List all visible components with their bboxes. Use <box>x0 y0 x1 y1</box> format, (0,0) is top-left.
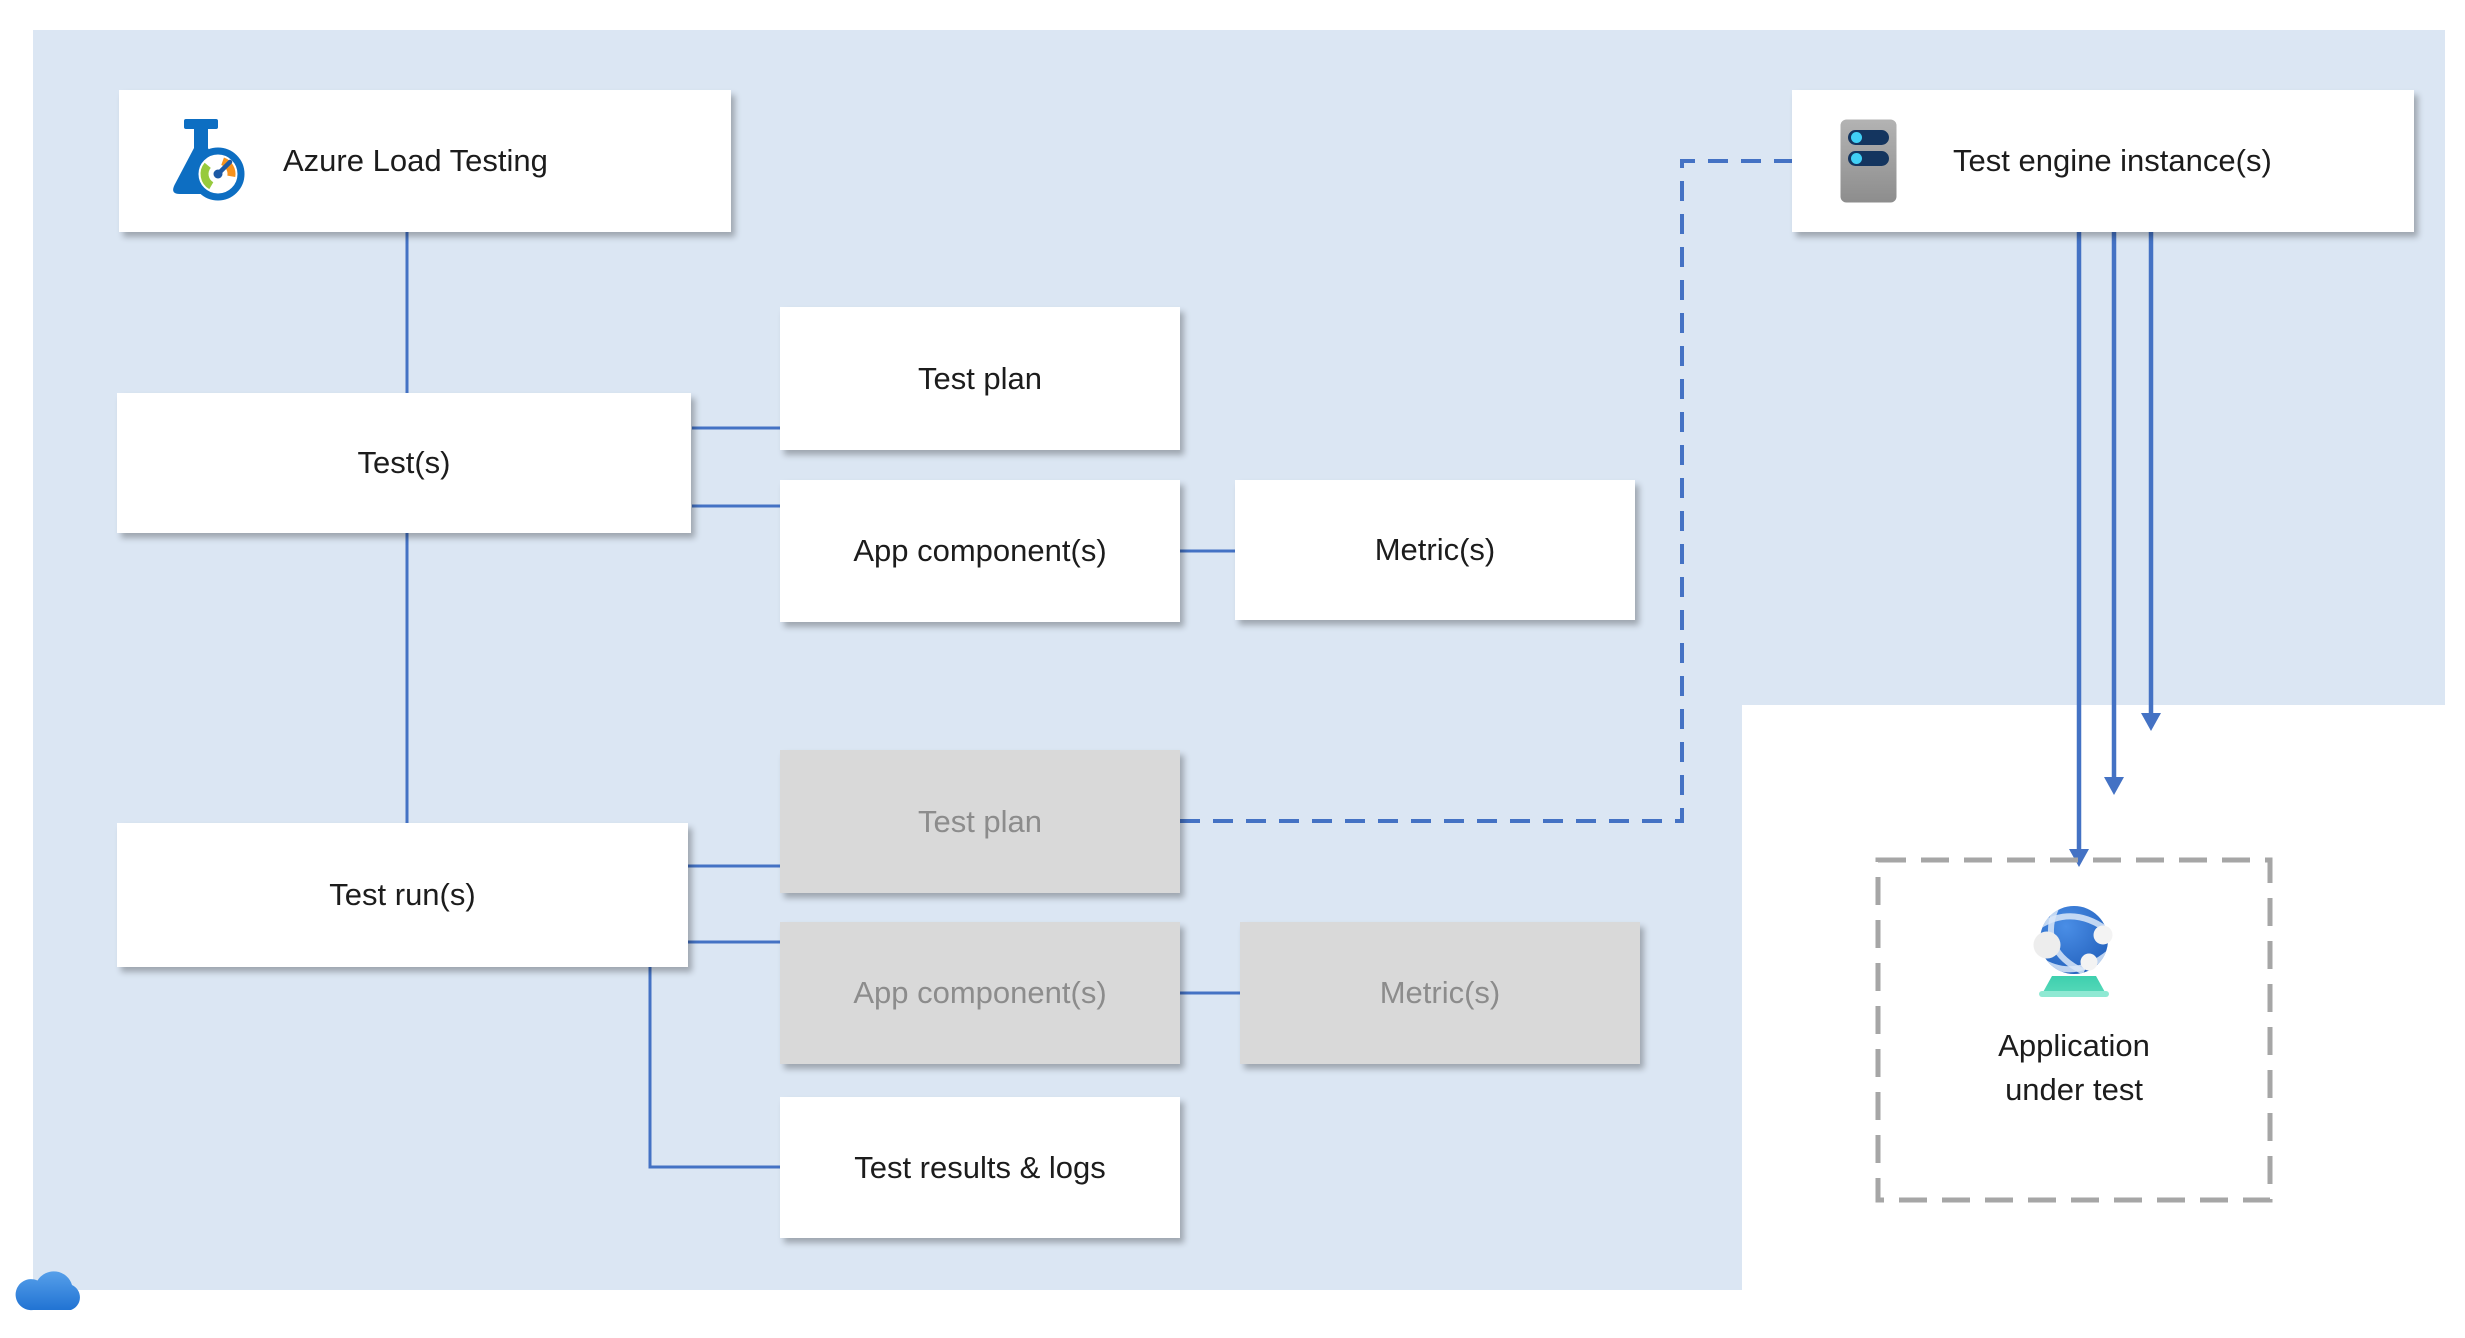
cloud-icon <box>15 1255 89 1311</box>
node-label: App component(s) <box>853 975 1107 1010</box>
node-label: App component(s) <box>853 533 1107 568</box>
node-label: Metric(s) <box>1374 532 1496 567</box>
node-test-plan-run: Test plan <box>780 750 1180 893</box>
node-azure-load-testing: Azure Load Testing <box>119 90 731 232</box>
node-label: Application under test <box>1998 1024 2150 1112</box>
node-test-results-logs: Test results & logs <box>780 1097 1180 1238</box>
node-tests: Test(s) <box>117 393 691 533</box>
application-label-line2: under test <box>2005 1072 2143 1107</box>
node-label: Test run(s) <box>329 877 476 912</box>
node-test-plan: Test plan <box>780 307 1180 450</box>
load-testing-flask-gauge-icon <box>155 117 249 205</box>
node-test-runs: Test run(s) <box>117 823 688 967</box>
node-test-engine-instances: Test engine instance(s) <box>1792 90 2414 232</box>
node-label: Test plan <box>917 360 1043 396</box>
node-application-under-test: Application under test <box>1878 860 2270 1200</box>
application-label-line1: Application <box>1998 1028 2150 1063</box>
node-label: Azure Load Testing <box>283 143 548 178</box>
node-metrics-run: Metric(s) <box>1240 922 1640 1064</box>
web-app-globe-icon <box>2022 902 2126 1002</box>
node-label: Test engine instance(s) <box>1953 143 2272 178</box>
node-app-components-run: App component(s) <box>780 922 1180 1064</box>
server-icon <box>1840 119 1897 203</box>
node-app-components: App component(s) <box>780 480 1180 622</box>
node-label: Test plan <box>917 803 1043 839</box>
node-label: Metric(s) <box>1379 975 1501 1010</box>
node-label: Test results & logs <box>854 1149 1106 1185</box>
node-label: Test(s) <box>357 445 451 480</box>
node-metrics: Metric(s) <box>1235 480 1635 620</box>
